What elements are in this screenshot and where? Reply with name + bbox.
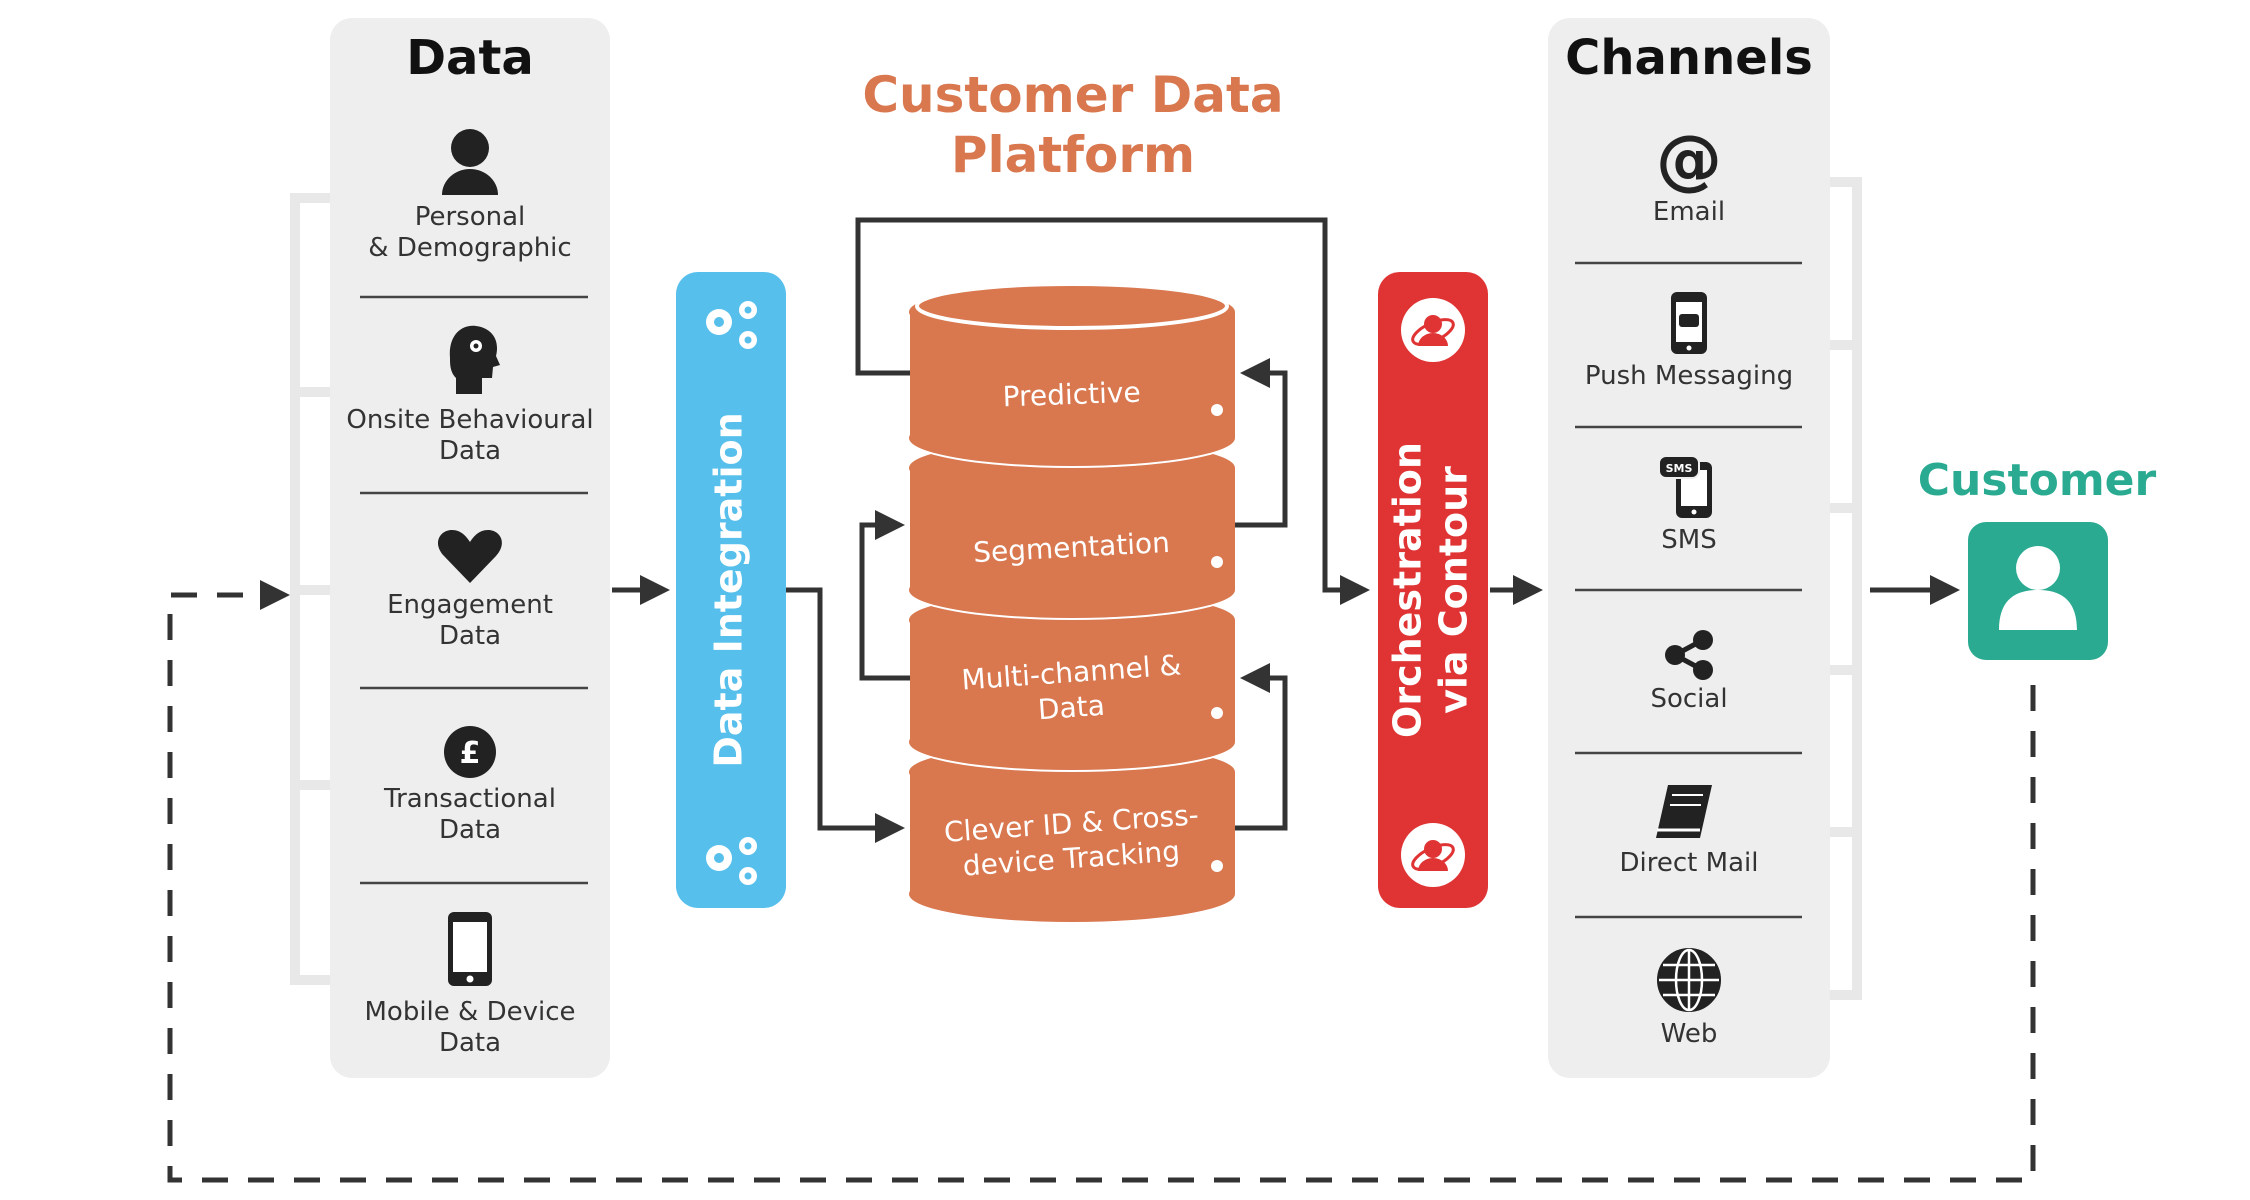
sms-phone-icon: SMS <box>1658 455 1712 518</box>
head-gears-icon <box>449 325 500 394</box>
person-icon <box>442 129 498 195</box>
gears-icon <box>706 301 757 349</box>
svg-text:Onsite Behavioural: Onsite Behavioural <box>346 405 593 435</box>
svg-text:Data: Data <box>439 1028 501 1058</box>
svg-text:Data: Data <box>439 815 501 845</box>
orchestration-label-line2: via Contour <box>1432 466 1476 714</box>
svg-text:Data: Data <box>1037 689 1106 727</box>
channels-panel: Channels @ Email Push Messaging SMS <box>1548 18 1830 1078</box>
mobile-phone-icon <box>448 912 492 986</box>
channels-panel-title: Channels <box>1565 30 1813 86</box>
arrow-predictive-to-orchestration <box>855 217 1370 605</box>
svg-text:Data: Data <box>439 621 501 651</box>
cdp-title-line1: Customer Data <box>862 66 1283 124</box>
svg-text:Transactional: Transactional <box>383 784 556 814</box>
share-icon <box>1665 630 1713 680</box>
data-integration-bar: Data Integration <box>676 272 786 908</box>
channel-social: Social <box>1650 630 1728 714</box>
contour-logo-icon <box>1401 298 1465 362</box>
data-item-personal: Personal & Demographic <box>368 129 572 263</box>
data-integration-label: Data Integration <box>707 412 751 767</box>
svg-text:Mobile & Device: Mobile & Device <box>364 997 575 1027</box>
orchestration-bar: Orchestration via Contour <box>1378 272 1488 908</box>
channel-direct-mail: Direct Mail <box>1620 785 1759 878</box>
data-item-onsite: Onsite Behavioural Data <box>346 325 594 466</box>
arrow-segmentation-to-predictive <box>1235 358 1288 528</box>
contour-logo-icon <box>1401 823 1465 887</box>
globe-icon <box>1657 948 1721 1012</box>
svg-text:Social: Social <box>1650 684 1727 714</box>
svg-text:& Demographic: & Demographic <box>368 233 571 263</box>
customer-node: Customer <box>1554 455 2157 660</box>
channel-sms: SMS SMS <box>1658 455 1717 555</box>
data-item-transactional: £ Transactional Data <box>383 726 556 845</box>
data-panel-title: Data <box>406 30 534 86</box>
svg-text:£: £ <box>460 736 481 771</box>
arrow-integration-to-cdp <box>786 587 905 843</box>
cdp-database: Clever ID & Cross- device Tracking Multi… <box>909 282 1235 922</box>
svg-text:Email: Email <box>1653 197 1725 227</box>
push-phone-icon <box>1671 292 1707 354</box>
gears-icon <box>706 837 757 885</box>
book-icon <box>1656 785 1712 838</box>
customer-title: Customer <box>1918 455 2157 506</box>
data-bracket <box>290 193 335 985</box>
svg-text:Data: Data <box>439 436 501 466</box>
heart-icon <box>438 530 502 583</box>
svg-text:Engagement: Engagement <box>387 590 553 620</box>
channel-email: @ Email <box>1653 121 1725 227</box>
svg-text:Web: Web <box>1661 1019 1718 1049</box>
svg-text:Predictive: Predictive <box>1002 376 1141 414</box>
svg-text:Direct Mail: Direct Mail <box>1620 848 1759 878</box>
pound-coin-icon: £ <box>444 726 496 778</box>
at-sign-icon: @ <box>1656 121 1722 198</box>
data-panel: Data Personal & Demographic Onsite Behav… <box>330 18 610 1078</box>
feedback-loop <box>167 580 2036 1183</box>
orchestration-label-line1: Orchestration <box>1386 442 1430 738</box>
customer-avatar-icon <box>1554 546 2077 630</box>
cdp-title-line2: Platform <box>951 126 1195 184</box>
svg-text:SMS: SMS <box>1661 525 1716 555</box>
svg-text:Personal: Personal <box>415 202 526 232</box>
arrow-clever-to-multichannel <box>1235 663 1288 831</box>
svg-text:Push Messaging: Push Messaging <box>1585 361 1793 391</box>
channel-web: Web <box>1657 948 1721 1049</box>
channel-push: Push Messaging <box>1585 292 1793 391</box>
data-item-mobile: Mobile & Device Data <box>364 912 576 1058</box>
svg-text:SMS: SMS <box>1666 462 1693 475</box>
arrow-multichannel-to-segmentation <box>859 510 910 681</box>
cdp-layer-predictive: Predictive <box>909 282 1235 468</box>
data-item-engagement: Engagement Data <box>387 530 553 651</box>
